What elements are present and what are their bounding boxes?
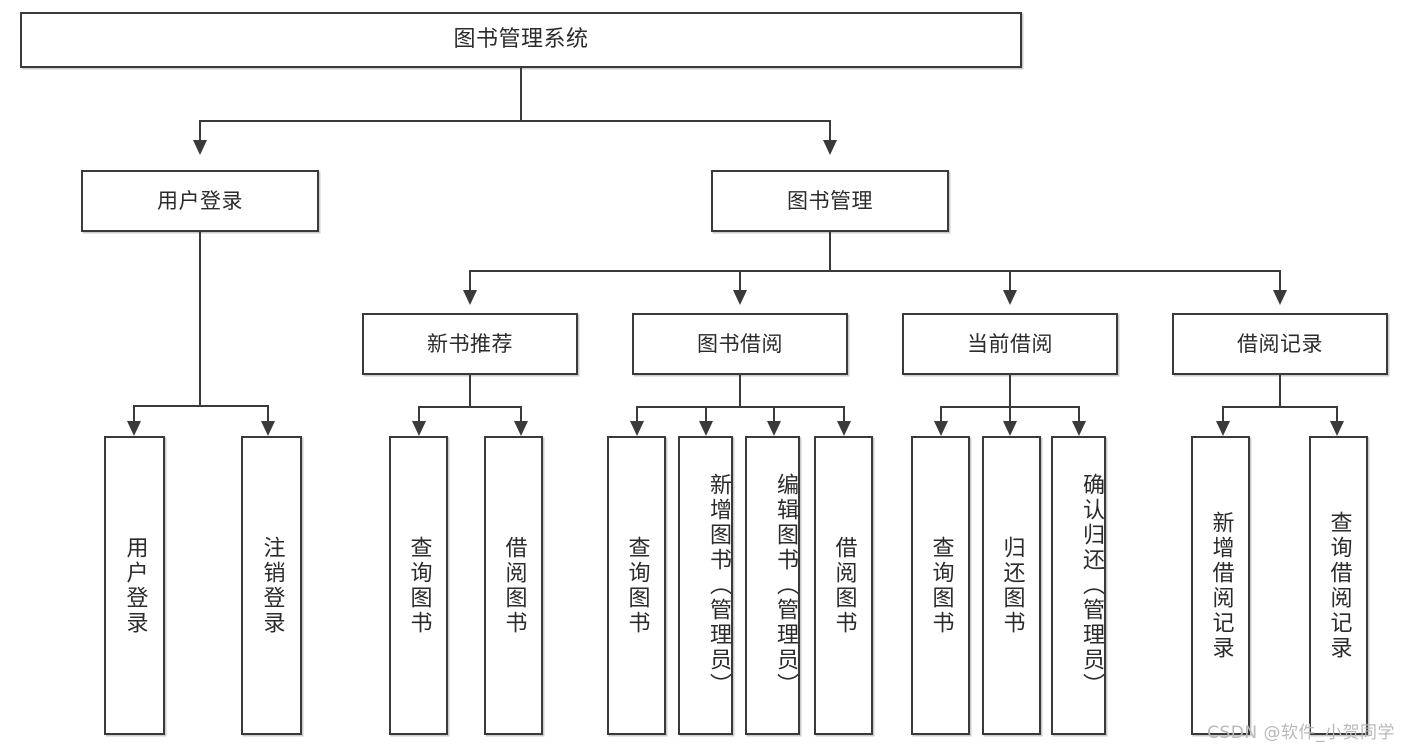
leaf-borrow-edit-book-admin[interactable]: 编辑图书（管理员） [745,436,800,735]
arrowhead-record-leaf-1 [1216,421,1230,436]
arrowhead-borrow-leaf-2 [699,421,713,436]
connector-root-stem [520,68,522,120]
connector-bookmgmt-stem [829,232,831,272]
connector-recommend-stem [469,375,471,408]
arrowhead-recommend-leaf-1 [412,421,426,436]
node-user-login[interactable]: 用户登录 [81,170,319,232]
node-book-borrow[interactable]: 图书借阅 [632,313,848,375]
connector-borrow-b2 [705,406,707,423]
arrowhead-borrow-leaf-4 [837,421,851,436]
node-current-borrow[interactable]: 当前借阅 [902,313,1118,375]
leaf-user-login[interactable]: 用户登录 [104,436,165,735]
leaf-user-login-label: 用户登录 [122,535,148,636]
connector-current-b3 [1078,406,1080,423]
arrowhead-record-leaf-2 [1330,421,1344,436]
node-new-book-recommend-label: 新书推荐 [427,331,513,356]
connector-bookmgmt-to-borrow [739,270,741,292]
connector-current-b2 [1009,406,1011,423]
node-borrow-record[interactable]: 借阅记录 [1172,313,1388,375]
node-borrow-record-label: 借阅记录 [1237,331,1323,356]
connector-current-b1 [940,406,942,423]
arrowhead-login-leaf-1 [127,421,141,436]
connector-bookmgmt-to-current [1009,270,1011,292]
leaf-borrow-add-book-admin[interactable]: 新增图书（管理员） [678,436,733,735]
leaf-borrow-edit-book-admin-label: 编辑图书（管理员） [773,473,798,698]
connector-login-bus [133,405,269,407]
connector-bookmgmt-to-recommend [469,270,471,292]
arrowhead-current-leaf-2 [1003,421,1017,436]
leaf-record-query-record[interactable]: 查询借阅记录 [1309,436,1368,735]
arrowhead-to-book-management [823,140,837,155]
connector-root-to-bookmgmt [829,120,831,142]
node-current-borrow-label: 当前借阅 [967,331,1053,356]
connector-record-bus [1222,406,1338,408]
connector-bookmgmt-to-record [1279,270,1281,292]
node-book-management-label: 图书管理 [787,188,873,213]
connector-root-to-login [199,120,201,142]
connector-borrow-b3 [773,406,775,423]
connector-recommend-bus [418,406,522,408]
arrowhead-borrow-leaf-3 [767,421,781,436]
connector-current-stem [1009,375,1011,408]
leaf-recommend-query-book[interactable]: 查询图书 [389,436,448,735]
leaf-logout-label: 注销登录 [259,535,285,636]
arrowhead-current-leaf-3 [1072,421,1086,436]
leaf-logout[interactable]: 注销登录 [241,436,302,735]
connector-borrow-b4 [843,406,845,423]
arrowhead-to-user-login [193,140,207,155]
connector-login-stem [199,232,201,407]
connector-borrow-stem [739,375,741,408]
leaf-current-confirm-return-admin[interactable]: 确认归还（管理员） [1051,436,1106,735]
leaf-record-add-record[interactable]: 新增借阅记录 [1191,436,1250,735]
connector-recommend-right [520,406,522,423]
leaf-recommend-borrow-book-label: 借阅图书 [501,535,527,636]
csdn-watermark: CSDN @软件_小贺同学 [1207,723,1395,743]
leaf-borrow-add-book-admin-label: 新增图书（管理员） [706,473,731,698]
leaf-current-confirm-return-admin-label: 确认归还（管理员） [1079,473,1104,698]
connector-bookmgmt-bus [469,270,1280,272]
node-root-label: 图书管理系统 [453,27,589,53]
leaf-current-query-book-label: 查询图书 [928,535,954,636]
leaf-recommend-query-book-label: 查询图书 [406,535,432,636]
connector-login-left [133,405,135,423]
leaf-record-query-record-label: 查询借阅记录 [1326,510,1352,661]
arrowhead-login-leaf-2 [261,421,275,436]
arrowhead-recommend-leaf-2 [514,421,528,436]
arrowhead-current-leaf-1 [934,421,948,436]
leaf-current-return-book-label: 归还图书 [999,535,1025,636]
node-book-borrow-label: 图书借阅 [697,331,783,356]
arrowhead-to-new-book-recommend [463,290,477,305]
node-root[interactable]: 图书管理系统 [20,12,1022,68]
connector-record-left [1222,406,1224,423]
node-book-management[interactable]: 图书管理 [711,170,949,232]
leaf-borrow-borrow-book-label: 借阅图书 [831,535,857,636]
node-new-book-recommend[interactable]: 新书推荐 [362,313,578,375]
connector-login-right [267,405,269,423]
connector-borrow-bus [636,406,845,408]
leaf-borrow-borrow-book[interactable]: 借阅图书 [814,436,873,735]
leaf-borrow-query-book-label: 查询图书 [624,535,650,636]
arrowhead-borrow-leaf-1 [630,421,644,436]
leaf-record-add-record-label: 新增借阅记录 [1208,510,1234,661]
leaf-recommend-borrow-book[interactable]: 借阅图书 [484,436,543,735]
arrowhead-to-current-borrow [1003,290,1017,305]
arrowhead-to-book-borrow [733,290,747,305]
connector-borrow-b1 [636,406,638,423]
leaf-current-query-book[interactable]: 查询图书 [911,436,970,735]
connector-record-stem [1279,375,1281,408]
arrowhead-to-borrow-record [1273,290,1287,305]
leaf-current-return-book[interactable]: 归还图书 [982,436,1041,735]
connector-recommend-left [418,406,420,423]
node-user-login-label: 用户登录 [157,188,243,213]
connector-record-right [1336,406,1338,423]
leaf-borrow-query-book[interactable]: 查询图书 [607,436,666,735]
connector-root-bus [199,120,831,122]
